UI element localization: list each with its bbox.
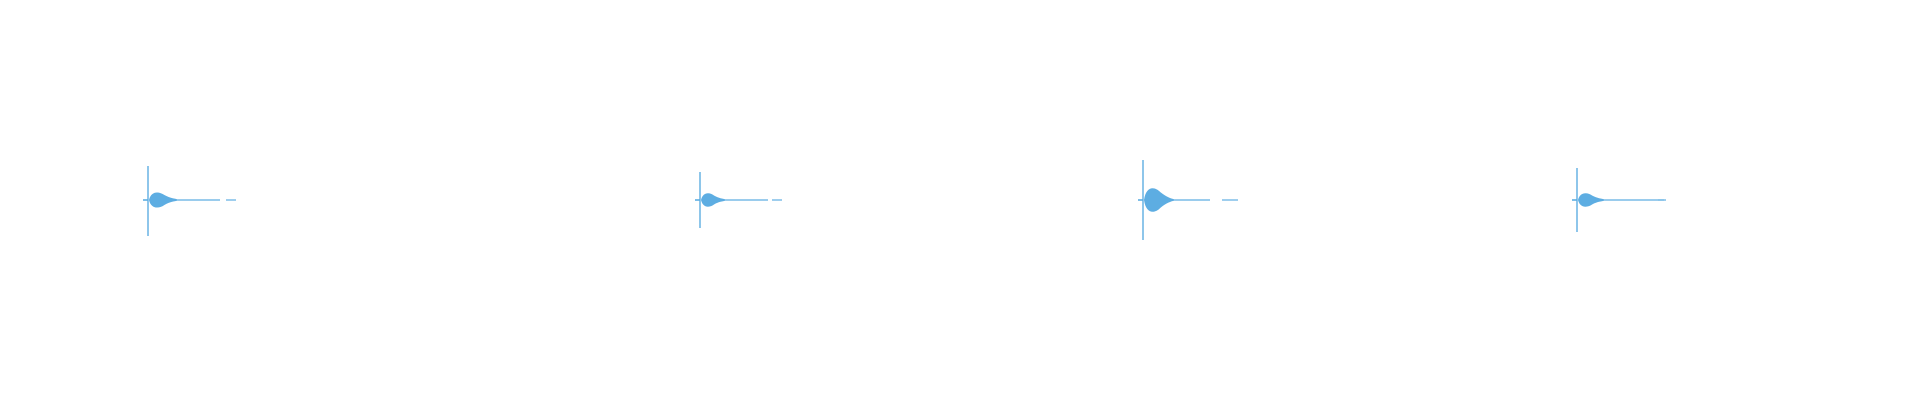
waveform-sound-2 (695, 172, 782, 228)
waveform-decay-body (1578, 193, 1604, 207)
waveform-decay-body (1144, 188, 1174, 212)
waveform-sound-3 (1138, 160, 1238, 240)
waveform-sound-1 (143, 166, 236, 236)
waveform-decay-body (701, 193, 725, 207)
waveform-sound-4 (1572, 168, 1666, 232)
waveform-decay-body (149, 192, 177, 208)
